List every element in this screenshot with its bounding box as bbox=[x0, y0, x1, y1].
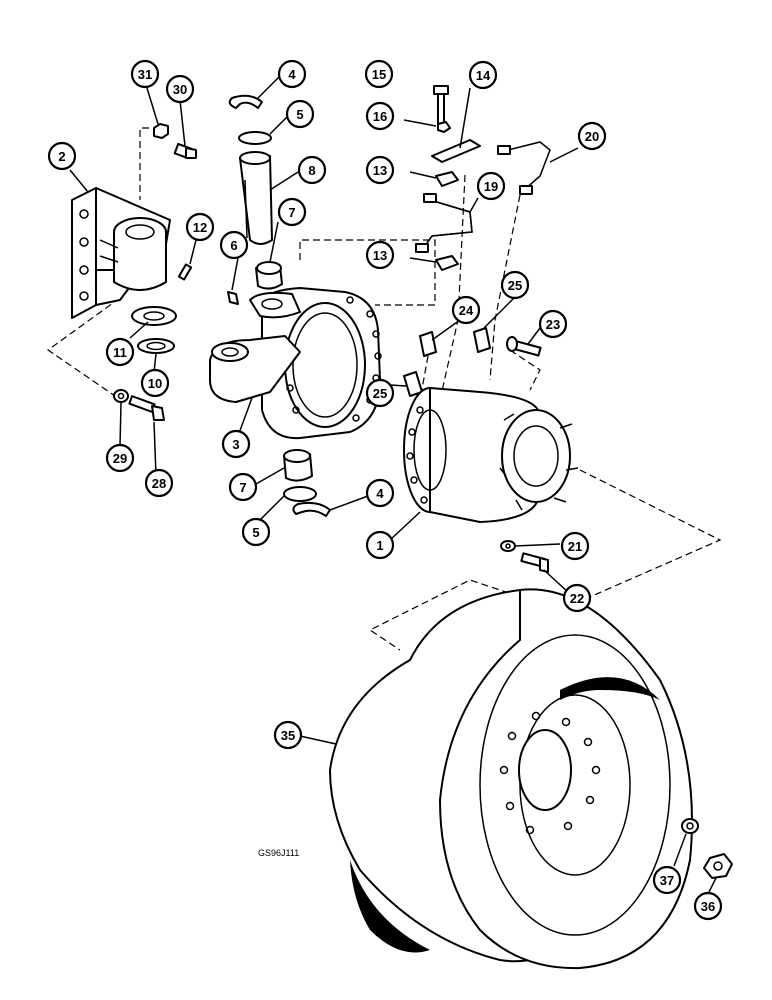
callout-20: 20 bbox=[577, 121, 607, 151]
callout-label: 2 bbox=[58, 149, 65, 164]
callout-4-bottom: 4 bbox=[365, 478, 395, 508]
callout-label: 16 bbox=[373, 109, 387, 124]
grease-fitting-6 bbox=[227, 291, 239, 305]
callout-19: 19 bbox=[476, 171, 506, 201]
callout-label: 19 bbox=[484, 179, 498, 194]
steering-knuckle bbox=[209, 287, 382, 440]
leader-lines bbox=[69, 75, 717, 895]
callout-37: 37 bbox=[652, 865, 682, 895]
washer-29-bolt-28 bbox=[113, 389, 165, 421]
callout-label: 20 bbox=[585, 129, 599, 144]
callout-label: 12 bbox=[193, 220, 207, 235]
callout-label: 31 bbox=[138, 67, 152, 82]
callout-label: 28 bbox=[152, 476, 166, 491]
callout-label: 25 bbox=[373, 386, 387, 401]
callout-2: 2 bbox=[47, 141, 77, 171]
callout-24: 24 bbox=[451, 295, 481, 325]
callout-13-bottom: 13 bbox=[365, 240, 395, 270]
callout-1: 1 bbox=[365, 530, 395, 560]
hardware-top-left bbox=[153, 123, 239, 305]
callout-7-top: 7 bbox=[277, 197, 307, 227]
callout-35: 35 bbox=[273, 720, 303, 750]
figure-reference: GS96J111 bbox=[258, 848, 299, 858]
callout-3: 3 bbox=[221, 429, 251, 459]
callout-23: 23 bbox=[538, 309, 568, 339]
callout-label: 7 bbox=[288, 205, 295, 220]
washer-21-bolt-22 bbox=[500, 540, 549, 573]
callout-16: 16 bbox=[365, 101, 395, 131]
callout-label: 35 bbox=[281, 728, 295, 743]
callout-label: 36 bbox=[701, 899, 715, 914]
callout-label: 30 bbox=[173, 82, 187, 97]
bolt-30 bbox=[173, 142, 197, 160]
callout-label: 14 bbox=[476, 68, 491, 83]
hardware-top-right bbox=[403, 85, 551, 397]
callout-label: 4 bbox=[376, 486, 384, 501]
callout-12: 12 bbox=[185, 212, 215, 242]
callout-label: 21 bbox=[568, 539, 582, 554]
hub-bolt-holes bbox=[406, 406, 428, 504]
callout-5-top: 5 bbox=[285, 99, 315, 129]
callout-label: 13 bbox=[373, 163, 387, 178]
lower-retainers bbox=[283, 449, 331, 517]
callout-11: 11 bbox=[105, 337, 135, 367]
callout-10: 10 bbox=[140, 368, 170, 398]
callout-28: 28 bbox=[144, 468, 174, 498]
callout-6: 6 bbox=[219, 230, 249, 260]
callout-label: 7 bbox=[239, 480, 246, 495]
callout-label: 5 bbox=[252, 525, 259, 540]
washers-11-10 bbox=[131, 306, 177, 354]
callout-21: 21 bbox=[560, 531, 590, 561]
wheel-rim bbox=[329, 588, 693, 970]
callout-label: 10 bbox=[148, 376, 162, 391]
callout-25-top: 25 bbox=[500, 270, 530, 300]
callout-5-bottom: 5 bbox=[241, 517, 271, 547]
callout-label: 15 bbox=[372, 67, 386, 82]
hub-studs bbox=[499, 413, 579, 511]
callout-4-top: 4 bbox=[277, 59, 307, 89]
nut-31 bbox=[153, 123, 169, 139]
callout-label: 8 bbox=[308, 163, 315, 178]
callout-31: 31 bbox=[130, 59, 160, 89]
callout-label: 24 bbox=[459, 303, 474, 318]
callout-label: 4 bbox=[288, 67, 296, 82]
mounting-bracket bbox=[71, 187, 171, 319]
rim-stud-holes bbox=[499, 711, 601, 835]
callout-label: 22 bbox=[570, 591, 584, 606]
pin-and-retainers bbox=[228, 94, 283, 290]
callout-label: 6 bbox=[230, 238, 237, 253]
callout-13-top: 13 bbox=[365, 155, 395, 185]
washer-37-nut-36 bbox=[681, 818, 733, 879]
set-screw-12 bbox=[177, 263, 193, 281]
callout-label: 13 bbox=[373, 248, 387, 263]
callout-label: 29 bbox=[113, 451, 127, 466]
callout-label: 1 bbox=[376, 538, 383, 553]
callout-15: 15 bbox=[364, 59, 394, 89]
callout-22: 22 bbox=[562, 583, 592, 613]
callout-label: 25 bbox=[508, 278, 522, 293]
callout-label: 3 bbox=[232, 437, 239, 452]
callout-36: 36 bbox=[693, 891, 723, 921]
wheel-hub bbox=[403, 387, 579, 523]
callout-25-bottom: 25 bbox=[365, 378, 395, 408]
callout-30: 30 bbox=[165, 74, 195, 104]
callout-label: 5 bbox=[296, 107, 303, 122]
callout-label: 23 bbox=[546, 317, 560, 332]
callout-label: 37 bbox=[660, 873, 674, 888]
callout-8: 8 bbox=[297, 155, 327, 185]
callout-29: 29 bbox=[105, 443, 135, 473]
callout-label: 11 bbox=[113, 345, 127, 360]
callout-7-bottom: 7 bbox=[228, 472, 258, 502]
callout-14: 14 bbox=[468, 60, 498, 90]
